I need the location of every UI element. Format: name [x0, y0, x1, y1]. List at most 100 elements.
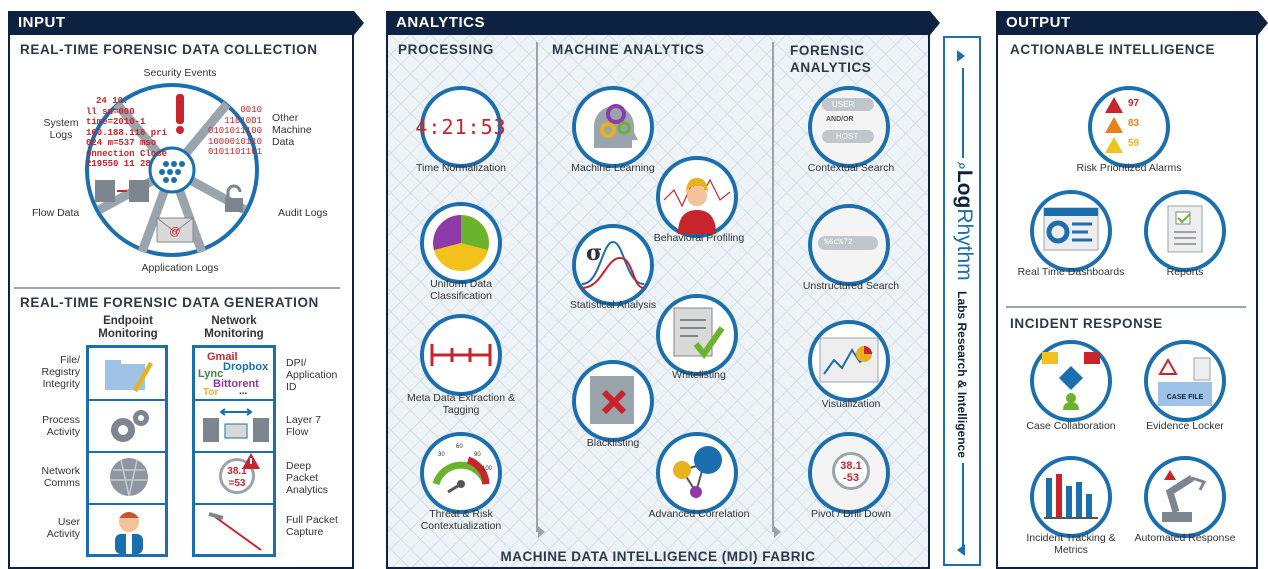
threat-circle: 30 60 90 100	[420, 432, 502, 514]
gauge-label: 30	[438, 452, 445, 458]
layer7-flow-icon	[203, 408, 269, 442]
analytics-divider-1	[536, 42, 538, 532]
pivot-lens: 38.1-53	[832, 452, 870, 490]
mdi-fabric-label: MACHINE DATA INTELLIGENCE (MDI) FABRIC	[500, 549, 816, 564]
label-uniform-data: Uniform Data Classification	[430, 278, 492, 302]
alarms-circle: 97 83 59	[1088, 86, 1170, 168]
gauge-label: 60	[456, 444, 463, 450]
case-file-label: CASE FILE	[1166, 394, 1204, 401]
label-deep-packet: Deep Packet Analytics	[286, 460, 329, 496]
divider	[14, 287, 340, 289]
bit-lines: 0010 1101001 0101011100 1000010110 01011…	[200, 105, 262, 158]
unstructured-search-circle: %6c%72	[808, 204, 890, 286]
endpoint-box	[86, 345, 168, 557]
label-whitelisting: Whitelisting	[672, 369, 726, 381]
label-process-activity: Process Activity	[42, 414, 80, 438]
app-tor: Tor	[203, 387, 219, 398]
log-line: 160.188.116 pri	[86, 127, 168, 138]
divider	[1006, 306, 1246, 308]
classification-circle	[420, 202, 502, 284]
label-meta-data: Meta Data Extraction & Tagging	[407, 392, 515, 416]
machine-title: MACHINE ANALYTICS	[552, 42, 705, 57]
svg-text:@: @	[169, 226, 180, 238]
bit-line: 0101101101	[207, 147, 262, 157]
gauge-label: 90	[474, 452, 481, 458]
visualization-circle	[808, 320, 890, 402]
input-header: INPUT	[8, 11, 364, 35]
triangle-icon	[957, 544, 965, 556]
folder-pen-icon	[105, 360, 153, 392]
label-contextual-search: Contextual Search	[807, 162, 895, 174]
alarm-score: 83	[1128, 118, 1140, 129]
processing-title: PROCESSING	[398, 42, 495, 57]
alarm-warning-icon	[1105, 137, 1123, 153]
host-field: HOST	[822, 130, 874, 143]
label-case-collaboration: Case Collaboration	[1026, 420, 1116, 432]
pivot-circle: 38.1-53	[808, 432, 890, 514]
time-display: 4:21:53	[415, 115, 507, 139]
app-lync: Lync	[198, 368, 224, 380]
unstruct-field: %6c%72	[818, 236, 878, 250]
label-file-registry: File/ Registry Integrity	[41, 354, 80, 390]
collaboration-circle	[1030, 340, 1112, 422]
bit-line: 0010	[240, 105, 262, 115]
warning-icon	[242, 453, 260, 469]
label-reports: Reports	[1166, 266, 1204, 278]
packet-capture-icon	[208, 512, 262, 551]
sigma-symbol: σ	[586, 240, 603, 266]
label-automated-response: Automated Response	[1134, 532, 1236, 544]
log-line: 219550 11 28	[86, 159, 151, 169]
logrhythm-bar: ⌕LogRhythm Labs Research & Intelligence	[943, 36, 981, 566]
app-more: ...	[239, 386, 248, 397]
label-other-machine-data: Other Machine Data	[272, 112, 312, 148]
log-line: 024 m=537 mso	[86, 138, 157, 148]
incident-title: INCIDENT RESPONSE	[1010, 316, 1163, 331]
dashboard-circle	[1030, 190, 1112, 272]
analytics-header: ANALYTICS	[386, 11, 940, 35]
bit-line: 1101001	[224, 115, 262, 126]
label-system-logs: System Logs	[43, 117, 79, 141]
dpi-number: 38.1	[227, 466, 247, 477]
alarm-score: 97	[1128, 98, 1140, 109]
brand-rhythm: Rhythm	[953, 208, 976, 281]
correlation-circle	[656, 432, 738, 514]
triangle-icon	[774, 526, 781, 538]
label-unstructured-search: Unstructured Search	[802, 280, 900, 292]
label-full-packet: Full Packet Capture	[286, 514, 338, 538]
label-machine-learning: Machine Learning	[571, 162, 655, 174]
behavioral-circle	[656, 156, 738, 238]
label-network-comms: Network Comms	[41, 465, 80, 489]
meta-data-circle	[420, 314, 502, 396]
automated-circle	[1144, 456, 1226, 538]
tracking-circle	[1030, 456, 1112, 538]
brand-log: Log	[953, 169, 976, 209]
network-title: Network Monitoring	[204, 315, 264, 340]
statistical-circle: σ	[572, 224, 654, 306]
log-line: ll sn=000	[86, 106, 135, 117]
user-avatar-icon	[115, 512, 143, 554]
label-evidence-locker: Evidence Locker	[1146, 420, 1224, 432]
label-security-events: Security Events	[143, 67, 217, 79]
label-application-logs: Application Logs	[141, 262, 219, 274]
generation-title: REAL-TIME FORENSIC DATA GENERATION	[20, 295, 319, 310]
gauge-label: 100	[482, 466, 493, 472]
label-visualization: Visualization	[821, 398, 881, 410]
app-gmail: Gmail	[207, 351, 238, 363]
label-pivot-drill: Pivot / Drill Down	[811, 508, 891, 520]
triangle-icon	[538, 526, 545, 538]
output-header: OUTPUT	[996, 11, 1268, 35]
label-behavioral-profiling: Behavioral Profiling	[653, 232, 745, 244]
label-incident-tracking: Incident Tracking & Metrics	[1026, 532, 1116, 556]
evidence-circle: CASE FILE	[1144, 340, 1226, 422]
reports-circle	[1144, 190, 1226, 272]
alarm-warning-icon	[1105, 117, 1123, 133]
label-threat-risk: Threat & Risk Contextualization	[420, 508, 502, 532]
user-field: USER	[822, 98, 874, 111]
network-box: Gmail Dropbox Lync Bittorent Tor ... 38.…	[192, 345, 276, 557]
log-line: time=2010-1	[86, 117, 146, 127]
bit-line: 0101011100	[207, 126, 262, 136]
actionable-title: ACTIONABLE INTELLIGENCE	[1010, 42, 1216, 57]
blacklisting-circle	[572, 360, 654, 442]
label-statistical-analysis: Statistical Analysis	[569, 299, 657, 311]
whitelisting-circle	[656, 294, 738, 376]
